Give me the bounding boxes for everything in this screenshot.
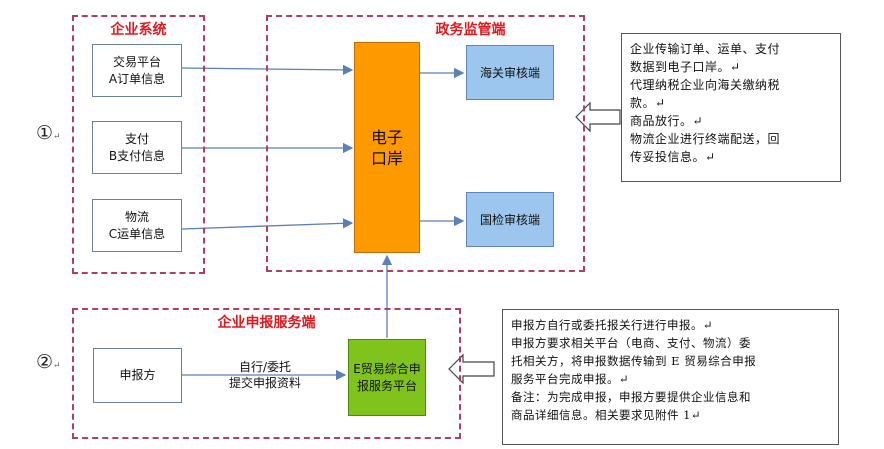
electronic-port-label-1: 电子 (370, 127, 403, 147)
payment-box: 支付 B支付信息 (92, 121, 182, 174)
note-top-line: 传妥投信息。↵ (630, 150, 716, 164)
marker-one: ①↵ (36, 122, 61, 144)
marker-two: ②↵ (36, 351, 61, 373)
note-top-line: 企业传输订单、运单、支付 (630, 42, 781, 56)
submit-line-1: 自行/委托 (238, 360, 292, 374)
payment-label: 支付 (124, 131, 149, 146)
platform-label-1: E贸易综合申 (353, 361, 421, 376)
customs-audit-box: 海关审核端 (466, 45, 554, 100)
electronic-port-box: 电子 口岸 (354, 42, 420, 253)
note-top-line: 物流企业进行终端配送，回 (630, 132, 781, 146)
logistics-box: 物流 C运单信息 (92, 199, 182, 252)
callout-arrow-top (575, 101, 621, 133)
enterprise-system-group (72, 15, 205, 274)
note-top: 企业传输订单、运单、支付 数据到电子口岸。↵ 代理纳税企业向海关缴纳税 款。↵ … (621, 33, 841, 182)
note-bottom-line: 服务平台完成申报。↵ (511, 372, 630, 386)
declarant-label: 申报方 (119, 368, 156, 382)
gov-supervision-title: 政务监管端 (435, 22, 506, 38)
note-top-line: 款。↵ (630, 96, 666, 110)
note-bottom-line: 申报方要求相关平台（电商、支付、物流）委 (511, 336, 751, 350)
waybill-info-label: C运单信息 (108, 226, 166, 241)
marker-two-return: ↵ (53, 361, 61, 371)
note-top-line: 数据到电子口岸。↵ (630, 60, 741, 74)
trading-platform-label: 交易平台 (112, 54, 161, 69)
payment-info-label: B支付信息 (108, 148, 166, 163)
note-top-line: 商品放行。↵ (630, 114, 704, 128)
gov-supervision-group (266, 15, 585, 272)
declaration-service-group (72, 308, 461, 439)
note-bottom-line: 商品详细信息。相关要求见附件 1↵ (511, 408, 702, 422)
submit-line-2: 提交申报资料 (228, 376, 301, 390)
e-trade-platform-box: E贸易综合申 报服务平台 (348, 339, 426, 416)
platform-label-2: 报服务平台 (356, 378, 417, 393)
note-top-line: 代理纳税企业向海关缴纳税 (630, 78, 781, 92)
note-bottom-line: 备注：为完成申报，申报方要提供企业信息和 (511, 390, 751, 404)
marker-one-return: ↵ (53, 132, 61, 142)
submit-declaration-label: 自行/委托 提交申报资料 (213, 359, 317, 391)
inspection-audit-box: 国检审核端 (466, 192, 554, 247)
trading-platform-box: 交易平台 A订单信息 (92, 44, 182, 97)
note-bottom-line: 申报方自行或委托报关行进行申报。↵ (511, 318, 714, 332)
enterprise-system-title: 企业系统 (110, 22, 167, 38)
note-bottom-line: 托相关方，将申报数据传输到 E 贸易综合申报 (511, 354, 757, 368)
inspection-audit-label: 国检审核端 (479, 213, 540, 227)
order-info-label: A订单信息 (108, 71, 166, 86)
declarant-box: 申报方 (93, 348, 182, 403)
logistics-label: 物流 (124, 209, 149, 224)
electronic-port-label-2: 口岸 (370, 148, 403, 168)
note-bottom: 申报方自行或委托报关行进行申报。↵ 申报方要求相关平台（电商、支付、物流）委 托… (502, 309, 839, 445)
marker-two-symbol: ② (36, 351, 54, 373)
customs-audit-label: 海关审核端 (479, 66, 540, 80)
declaration-service-title: 企业申报服务端 (217, 315, 316, 331)
marker-one-symbol: ① (36, 122, 54, 144)
